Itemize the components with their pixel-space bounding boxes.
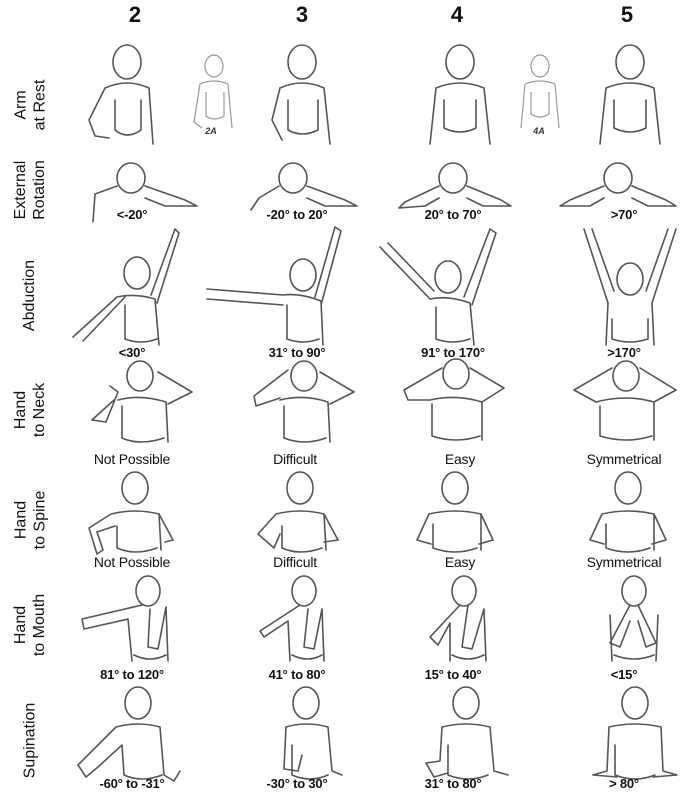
caption-hand-to-neck-grade-2: Not Possible	[93, 451, 171, 467]
sub-figure-label-4A: 4A	[533, 126, 545, 136]
caption-hand-to-spine-grade-2: Not Possible	[93, 554, 171, 570]
figure-supination-grade-4	[425, 686, 509, 780]
row-label-abduction: Abduction	[21, 259, 39, 331]
figure-external-rotation-grade-3	[250, 162, 358, 211]
caption-abduction-grade-5: >170°	[607, 345, 641, 360]
figure-external-rotation-grade-2	[92, 162, 198, 223]
row-label-supination: Supination	[21, 702, 39, 778]
figure-arm-at-rest-grade-4	[429, 44, 491, 145]
caption-hand-to-spine-grade-4: Easy	[444, 554, 476, 570]
caption-hand-to-mouth-grade-3: 41° to 80°	[268, 667, 326, 682]
figure-hand-to-spine-grade-4	[416, 471, 494, 553]
figure-supination-grade-3	[283, 686, 343, 780]
row-label-hand-to-neck: Hand to Neck	[12, 382, 48, 438]
caption-hand-to-mouth-grade-2: 81° to 120°	[100, 667, 164, 682]
grade-header-3: 3	[295, 2, 309, 27]
row-label-hand-to-spine: Hand to Spine	[12, 490, 48, 550]
figure-hand-to-mouth-grade-2	[81, 575, 169, 662]
caption-supination-grade-3: -30° to 30°	[266, 776, 328, 791]
row-label-arm-at-rest: Arm at Rest	[12, 79, 48, 131]
figure-external-rotation-grade-4	[398, 162, 512, 209]
caption-supination-grade-4: 31° to 80°	[424, 776, 482, 791]
figure-abduction-grade-4	[379, 228, 497, 346]
caption-supination-grade-5: > 80°	[609, 776, 639, 791]
grade-header-5: 5	[620, 2, 634, 27]
caption-hand-to-mouth-grade-4: 15° to 40°	[424, 667, 482, 682]
caption-hand-to-neck-grade-3: Difficult	[273, 451, 317, 467]
figure-arm-at-rest-grade-2	[88, 44, 154, 145]
caption-abduction-grade-3: 31° to 90°	[268, 345, 326, 360]
figure-arm-at-rest-grade-5	[599, 44, 661, 145]
figure-hand-to-spine-grade-2	[88, 471, 174, 555]
figure-arm-at-rest-4A	[520, 54, 560, 129]
caption-hand-to-mouth-grade-5: <15°	[610, 667, 638, 682]
figure-supination-grade-2	[77, 686, 181, 782]
figure-hand-to-mouth-grade-3	[259, 575, 325, 662]
caption-hand-to-neck-grade-5: Symmetrical	[586, 451, 662, 467]
figure-arm-at-rest-2A	[193, 54, 233, 129]
caption-supination-grade-2: -60° to -31°	[99, 776, 165, 791]
caption-external-rotation-grade-3: -20° to 20°	[266, 207, 328, 222]
figure-hand-to-neck-grade-3	[253, 360, 355, 443]
grade-header-2: 2	[128, 2, 142, 27]
figure-hand-to-spine-grade-3	[257, 471, 339, 553]
caption-hand-to-spine-grade-3: Difficult	[273, 554, 317, 570]
figure-hand-to-neck-grade-5	[573, 360, 677, 441]
figure-hand-to-mouth-grade-4	[429, 575, 487, 662]
figure-hand-to-spine-grade-5	[589, 471, 667, 553]
figure-supination-grade-5	[592, 686, 678, 780]
caption-abduction-grade-4: 91° to 170°	[421, 345, 485, 360]
figure-hand-to-neck-grade-4	[403, 358, 505, 441]
row-label-hand-to-mouth: Hand to Mouth	[12, 593, 49, 657]
figure-abduction-grade-2	[72, 228, 180, 346]
figure-external-rotation-grade-5	[559, 162, 677, 207]
caption-hand-to-neck-grade-4: Easy	[444, 451, 476, 467]
caption-abduction-grade-2: <30°	[118, 345, 146, 360]
figure-abduction-grade-5	[583, 228, 677, 346]
sub-figure-label-2A: 2A	[205, 126, 217, 136]
figure-hand-to-mouth-grade-5	[609, 575, 659, 662]
figure-hand-to-neck-grade-2	[91, 360, 193, 443]
caption-external-rotation-grade-4: 20° to 70°	[424, 207, 482, 222]
figure-arm-at-rest-grade-3	[271, 44, 331, 145]
grade-header-4: 4	[450, 2, 464, 27]
row-label-external-rotation: External Rotation	[12, 160, 48, 220]
figure-abduction-grade-3	[206, 226, 342, 346]
caption-external-rotation-grade-5: >70°	[610, 207, 638, 222]
caption-hand-to-spine-grade-5: Symmetrical	[586, 554, 662, 570]
caption-external-rotation-grade-2: <-20°	[116, 207, 148, 222]
